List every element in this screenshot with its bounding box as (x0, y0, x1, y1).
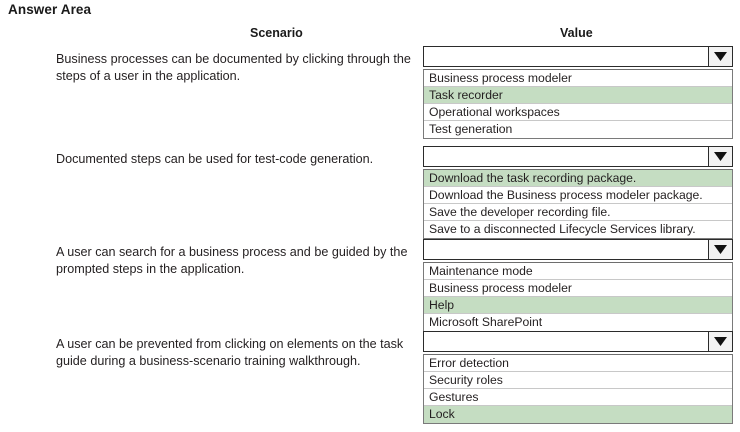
option-item-selected[interactable]: Task recorder (424, 87, 732, 104)
combobox-selected-value (424, 240, 708, 259)
scenario-text: Documented steps can be used for test-co… (56, 152, 374, 166)
option-item-selected[interactable]: Help (424, 297, 732, 314)
scenario-text: Business processes can be documented by … (56, 52, 411, 83)
value-dropdown-group: Business process modeler Task recorder O… (423, 46, 733, 139)
combobox-selected-value (424, 147, 708, 166)
value-dropdown-group: Error detection Security roles Gestures … (423, 331, 733, 424)
combobox-selected-value (424, 47, 708, 66)
scenario-text: A user can be prevented from clicking on… (56, 337, 404, 368)
page-title: Answer Area (8, 2, 92, 17)
option-item[interactable]: Security roles (424, 372, 732, 389)
option-item-selected[interactable]: Download the task recording package. (424, 170, 732, 187)
chevron-down-icon[interactable] (708, 332, 732, 351)
combobox-selected-value (424, 332, 708, 351)
column-header-scenario: Scenario (250, 26, 303, 40)
option-item[interactable]: Save to a disconnected Lifecycle Service… (424, 221, 732, 238)
option-item[interactable]: Operational workspaces (424, 104, 732, 121)
chevron-down-icon[interactable] (708, 240, 732, 259)
option-item[interactable]: Gestures (424, 389, 732, 406)
option-item[interactable]: Save the developer recording file. (424, 204, 732, 221)
option-list: Business process modeler Task recorder O… (423, 69, 733, 139)
chevron-down-icon[interactable] (708, 147, 732, 166)
value-combobox[interactable] (423, 239, 733, 260)
scenario-text: A user can search for a business process… (56, 245, 408, 276)
option-item[interactable]: Business process modeler (424, 70, 732, 87)
value-dropdown-group: Download the task recording package. Dow… (423, 146, 733, 239)
option-item[interactable]: Maintenance mode (424, 263, 732, 280)
option-item[interactable]: Business process modeler (424, 280, 732, 297)
option-item-selected[interactable]: Lock (424, 406, 732, 423)
option-item[interactable]: Error detection (424, 355, 732, 372)
column-header-value: Value (560, 26, 593, 40)
value-dropdown-group: Maintenance mode Business process modele… (423, 239, 733, 332)
option-item[interactable]: Microsoft SharePoint (424, 314, 732, 331)
option-item[interactable]: Download the Business process modeler pa… (424, 187, 732, 204)
option-list: Download the task recording package. Dow… (423, 169, 733, 239)
option-item[interactable]: Test generation (424, 121, 732, 138)
chevron-down-icon[interactable] (708, 47, 732, 66)
value-combobox[interactable] (423, 146, 733, 167)
option-list: Maintenance mode Business process modele… (423, 262, 733, 332)
value-combobox[interactable] (423, 331, 733, 352)
value-combobox[interactable] (423, 46, 733, 67)
option-list: Error detection Security roles Gestures … (423, 354, 733, 424)
